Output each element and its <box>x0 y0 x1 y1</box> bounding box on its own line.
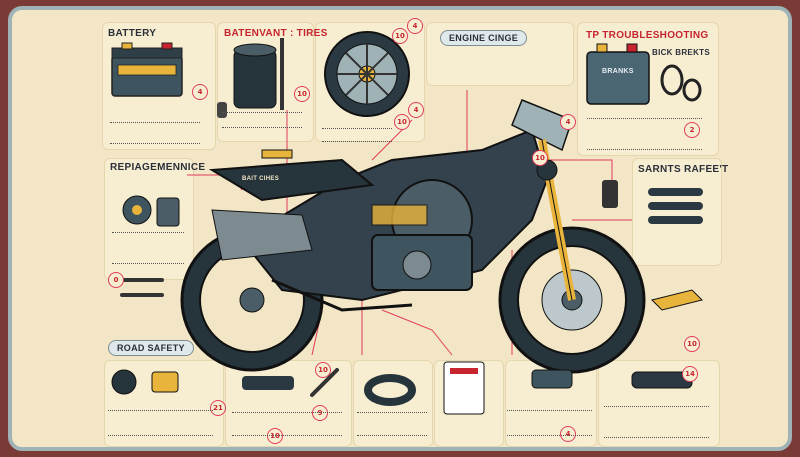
badge-11: 0 <box>108 272 124 288</box>
badge-13: 21 <box>210 400 226 416</box>
badge-3: 4 <box>408 102 424 118</box>
brakes-heading: BICK BREKTS <box>652 48 710 57</box>
text-block <box>604 406 709 438</box>
badge-1: 4 <box>192 84 208 100</box>
text-block <box>222 112 302 128</box>
badge-5: 4 <box>407 18 423 34</box>
brake-box-illustration <box>586 43 702 105</box>
badge-8: 2 <box>684 122 700 138</box>
engine-heading: ENGINE CINGE <box>440 30 528 46</box>
cylinder-illustration <box>217 38 284 118</box>
troubleshooting-heading: TP TROUBLESHOOTING <box>586 30 709 41</box>
badge-10: 10 <box>684 336 700 352</box>
badge-16: 10 <box>267 428 283 444</box>
bike-plate-label: BAIT CIHES <box>242 176 280 182</box>
parts-heading: SARNTS RAFEE'T <box>638 164 729 175</box>
text-block <box>322 128 392 142</box>
illustration-layer <box>111 31 703 415</box>
bottom-items <box>111 361 693 415</box>
text-block <box>232 412 342 436</box>
text-block <box>110 122 200 144</box>
text-block <box>587 118 702 150</box>
road-safety-heading: ROAD SAFETY <box>108 340 194 356</box>
parts-items <box>602 180 703 311</box>
replacement-heading: REPIAGEMENNICE <box>110 162 206 173</box>
infographic-frame: BATTERY BATENVANT : TIRES ENGINE CINGE T… <box>8 6 792 451</box>
badge-15: 4 <box>560 426 576 442</box>
parts-card <box>632 158 722 266</box>
batteries-tires-heading: BATENVANT : TIRES <box>224 28 328 39</box>
badge-7: 4 <box>560 114 576 130</box>
badge-9: 10 <box>532 150 548 166</box>
text-block <box>112 232 184 264</box>
battery-illustration <box>111 42 183 97</box>
text-block <box>357 412 427 436</box>
wheel-illustration <box>324 31 410 117</box>
badge-4: 10 <box>392 28 408 44</box>
badge-6: 10 <box>394 114 410 130</box>
text-block <box>507 410 592 436</box>
motorcycle-illustration <box>180 99 646 374</box>
battery-heading: BATTERY <box>108 28 157 39</box>
badge-17: 9 <box>312 405 328 421</box>
badge-2: 10 <box>294 86 310 102</box>
bottom-card-6 <box>598 360 720 447</box>
text-block <box>108 410 213 436</box>
badge-12: 10 <box>315 362 331 378</box>
brakes-box-label: BRANKS <box>602 68 634 75</box>
replacement-items <box>120 195 180 297</box>
badge-14: 14 <box>682 366 698 382</box>
